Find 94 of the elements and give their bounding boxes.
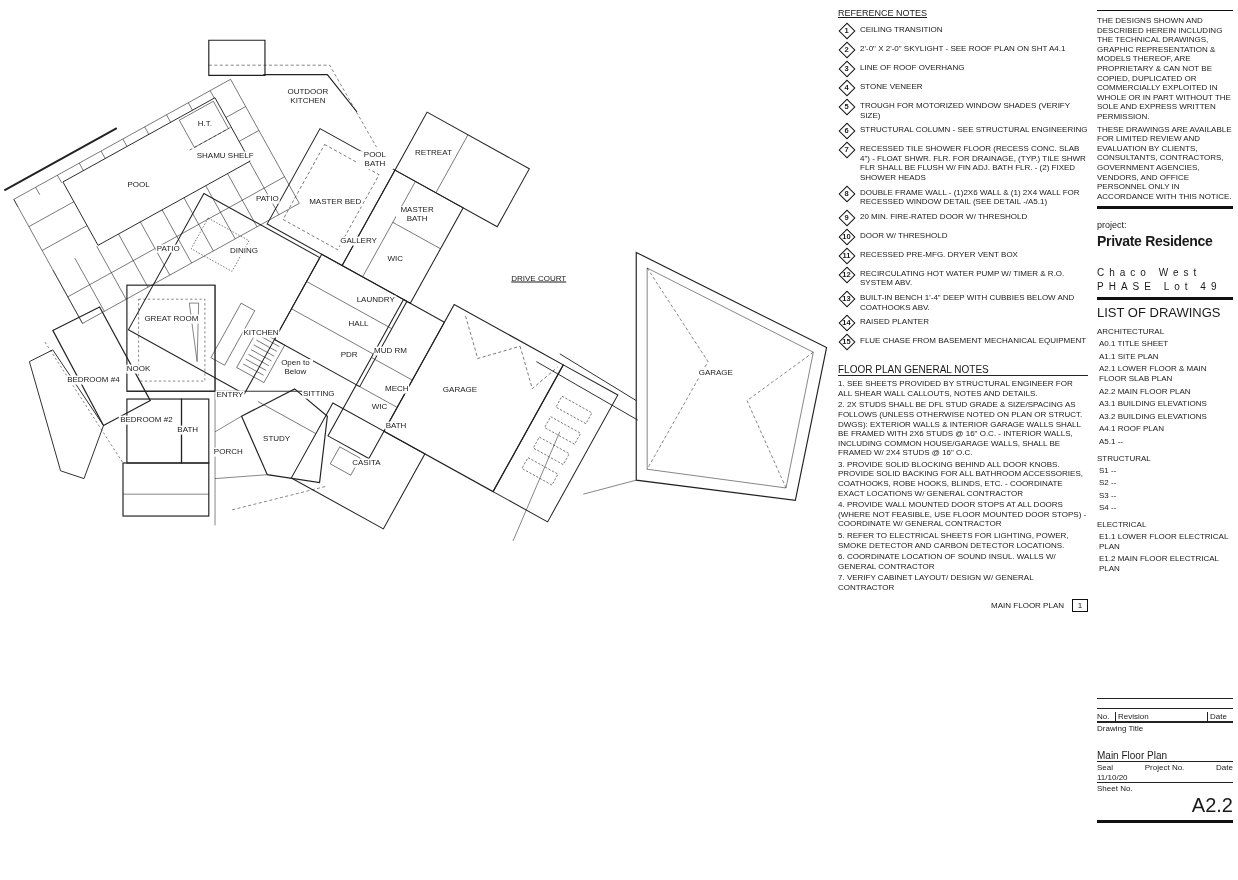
table-cell-text: Project No.	[1144, 763, 1185, 772]
note-text: 3. PROVIDE SOLID BLOCKING BEHIND ALL DOOR KNOBS. PROVIDE SOLID BACKING FOR ALL BATHROOM ACCESSORIES, COATHOOKS, ROBE HOOKS, BLINDS, ETC. - COORDINATE EXACT LOCATIONS W/ GENERAL CONTRACTOR	[838, 459, 1084, 499]
drawing-list-item: S1 --	[1098, 465, 1118, 476]
disclaimer-text: THE DESIGNS SHOWN AND DESCRIBED HEREIN INCLUDING THE TECHNICAL DRAWINGS, GRAPHIC REPRESENTATION & MODELS THEREOF, ARE PROPRIETARY & CAN NOT BE COPIED, DUPLICATED OR COMMERCIALLY EXPLOITED IN WHOLE OR IN PART WITHOUT THE SOLE AND EXPRESS WRITTEN PERMISSION.	[1097, 16, 1232, 122]
drawing-list-item: A3.1 BUILDING ELEVATIONS	[1098, 399, 1208, 409]
room-label: PATIO	[155, 244, 181, 253]
note-text: 5. REFER TO ELECTRICAL SHEETS FOR LIGHTING, POWER, SMOKE DETECTOR AND CARBON DETECTOR LOCATIONS.	[838, 531, 1070, 551]
note-text: LINE OF ROOF OVERHANG	[860, 62, 965, 73]
note-text: RAISED PLANTER	[860, 316, 929, 327]
drawing-list-item: S2 --	[1098, 478, 1118, 488]
note-text: BUILT-IN BENCH 1'-4" DEEP WITH CUBBIES BELOW AND COATHOOKS ABV.	[860, 291, 1076, 313]
room-label: H.T.	[196, 119, 213, 129]
room-label: CASITA	[351, 458, 382, 468]
subdivision-name: PHASE Lot 49	[1097, 281, 1223, 293]
drawing-list-item: A0.1 TITLE SHEET	[1098, 339, 1170, 349]
drawing-list-item: E1.2 MAIN FLOOR ELECTRICAL PLAN	[1098, 554, 1220, 574]
room-label: RETREAT	[414, 148, 453, 158]
area-label: DRIVE COURT	[511, 273, 567, 283]
notes-heading: REFERENCE NOTES	[838, 8, 928, 18]
room-label: DINING	[228, 246, 259, 256]
table-cell-text: Seal	[1097, 763, 1113, 772]
room-label: GARAGE	[697, 368, 734, 378]
table-cell-text: Date	[1216, 763, 1233, 772]
view-number: 1	[1072, 598, 1088, 612]
room-label: WIC	[370, 402, 389, 412]
drawing-list-item: A2.1 LOWER FLOOR & MAIN FLOOR SLAB PLAN	[1098, 364, 1208, 384]
room-label: ENTRY	[215, 390, 245, 400]
note-text: CEILING TRANSITION	[860, 24, 943, 35]
table-cell-text: 11/10/20	[1097, 773, 1128, 782]
project-title: Private Residence	[1097, 233, 1214, 250]
table-cell-text: Date	[1207, 712, 1233, 721]
drawing-title: Main Floor Plan	[1097, 750, 1169, 761]
note-text: 4. PROVIDE WALL MOUNTED DOOR STOPS AT ALL DOORS (WHERE NOT FEASIBLE, USE FLOOR MOUNTED DOOR STOPS) - COORDINATE W/ GENERAL CONTRACTOR	[838, 500, 1088, 530]
drawing-list-item: A5.1 --	[1098, 437, 1124, 447]
note-text: DOUBLE FRAME WALL - (1)2X6 WALL & (1) 2X4 WALL FOR RECESSED WINDOW DETAIL (SEE DETAIL -/A5.1)	[860, 186, 1081, 207]
note-text: 2. 2X STUDS SHALL BE DFL STUD GRADE & SIZE/SPACING AS FOLLOWS (UNLESS OTHERWISE NOTED ON PLAN OR STRUCT. DWGS): EXTERIOR WALLS & INTERIOR GARAGE WALLS SHALL BE FRAMED WITH 2X6 STUDS @ 16" O.C. - INTERIOR WALLS, INCLUDING COMMON HOUSE/GARAGE WALLS, SHALL BE FRAMED W/ 2X4 STUDS @ 16" O.C.	[838, 400, 1084, 458]
room-label: BEDROOM #4	[66, 375, 121, 385]
note-text: STONE VENEER	[860, 81, 923, 92]
room-label: MASTER BED	[308, 198, 363, 207]
discipline-heading: ELECTRICAL	[1097, 520, 1148, 529]
project-label: project:	[1097, 220, 1128, 231]
note-text: 20 MIN. FIRE-RATED DOOR W/ THRESHOLD	[860, 210, 1028, 222]
drawing-list-item: E1.1 LOWER FLOOR ELECTRICAL PLAN	[1098, 532, 1230, 552]
disclaimer-text: THESE DRAWINGS ARE AVAILABLE FOR LIMITED REVIEW AND EVALUATION BY CLIENTS, CONSULTANTS, CONTRACTORS, GOVERNMENT AGENCIES, VENDORS, AND OFFICE PERSONNEL ONLY IN ACCORDANCE WITH THIS NOTICE.	[1097, 124, 1233, 202]
table-cell-text: Drawing Title	[1097, 724, 1145, 733]
room-label: KITCHEN	[242, 328, 280, 338]
drawing-list-item: A4.1 ROOF PLAN	[1098, 424, 1165, 435]
drawing-list-item: A1.1 SITE PLAN	[1098, 351, 1160, 362]
room-label: WIC	[386, 254, 404, 263]
room-label: SITTING	[302, 389, 336, 399]
room-label: GALLERY	[339, 237, 378, 246]
room-label: MECH	[384, 384, 410, 394]
note-text: RECESSED TILE SHOWER FLOOR (RECESS CONC. SLAB 4") - FLOAT SHWR. FLR. FOR DRAINAGE, (TYP.) TILE SHWR FLR SHALL BE FLUSH W/ FIN ADJ. BATH FLR. - (2) FIXED SHOWER HEADS	[860, 143, 1087, 183]
drawing-list-item: A2.2 MAIN FLOOR PLAN	[1098, 386, 1192, 397]
note-text: 1. SEE SHEETS PROVIDED BY STRUCTURAL ENGINEER FOR ALL SHEAR WALL CALLOUTS, NOTES AND DETAILS.	[838, 379, 1074, 399]
note-text: FLUE CHASE FROM BASEMENT MECHANICAL EQUIPMENT	[860, 335, 1087, 346]
room-label: BATH	[384, 421, 408, 430]
discipline-heading: ARCHITECTURAL	[1097, 327, 1166, 337]
room-label: STUDY	[262, 434, 292, 444]
note-text: RECESSED PRE-MFG. DRYER VENT BOX	[860, 248, 1018, 260]
drawing-list-item: S4 --	[1098, 503, 1118, 513]
room-label: BATH	[176, 425, 200, 435]
note-text: DOOR W/ THRESHOLD	[860, 229, 948, 241]
room-label: NOOK	[125, 365, 152, 374]
note-text: STRUCTURAL COLUMN - SEE STRUCTURAL ENGINEERING	[860, 124, 1088, 135]
note-text: TROUGH FOR MOTORIZED WINDOW SHADES (VERIFY SIZE)	[860, 100, 1071, 121]
sheet-number: A2.2	[1191, 794, 1233, 817]
room-label: SHAMU SHELF	[195, 152, 255, 161]
room-label: POOL	[126, 180, 151, 189]
note-text: 7. VERIFY CABINET LAYOUT/ DESIGN W/ GENERAL CONTRACTOR	[838, 573, 1035, 593]
room-label: POOL BATH	[356, 151, 393, 170]
room-label: BEDROOM #2	[119, 415, 174, 425]
drawing-list-item: A3.2 BUILDING ELEVATIONS	[1098, 411, 1208, 422]
subdivision-name: Chaco West	[1097, 267, 1203, 279]
room-label: MUD RM	[373, 347, 408, 356]
room-label: PORCH	[212, 447, 244, 457]
room-label: PATIO	[254, 194, 280, 204]
room-label: HALL	[347, 319, 370, 329]
table-cell-text: Sheet No.	[1097, 784, 1134, 793]
room-label: GREAT ROOM	[143, 315, 200, 324]
view-title: MAIN FLOOR PLAN	[991, 600, 1064, 610]
note-text: 6. COORDINATE LOCATION OF SOUND INSUL. WALLS W/ GENERAL CONTRACTOR	[838, 552, 1057, 572]
note-text: 2'-0" X 2'-0" SKYLIGHT - SEE ROOF PLAN ON SHT A4.1	[860, 43, 1066, 54]
room-label: GARAGE	[441, 385, 479, 395]
notes-heading: FLOOR PLAN GENERAL NOTES	[838, 364, 1088, 377]
note-text: RECIRCULATING HOT WATER PUMP W/ TIMER & R.O. SYSTEM ABV.	[860, 267, 1066, 288]
room-label: PDR	[339, 350, 359, 360]
drawing-list-heading: LIST OF DRAWINGS	[1097, 305, 1222, 321]
drawing-list-item: S3 --	[1098, 490, 1118, 501]
table-cell-text: No.	[1097, 712, 1111, 721]
room-label: Open to Below	[277, 359, 314, 377]
room-label: LAUNDRY	[355, 295, 396, 305]
discipline-heading: STRUCTURAL	[1097, 453, 1152, 463]
table-cell-text: Revision	[1115, 712, 1207, 721]
